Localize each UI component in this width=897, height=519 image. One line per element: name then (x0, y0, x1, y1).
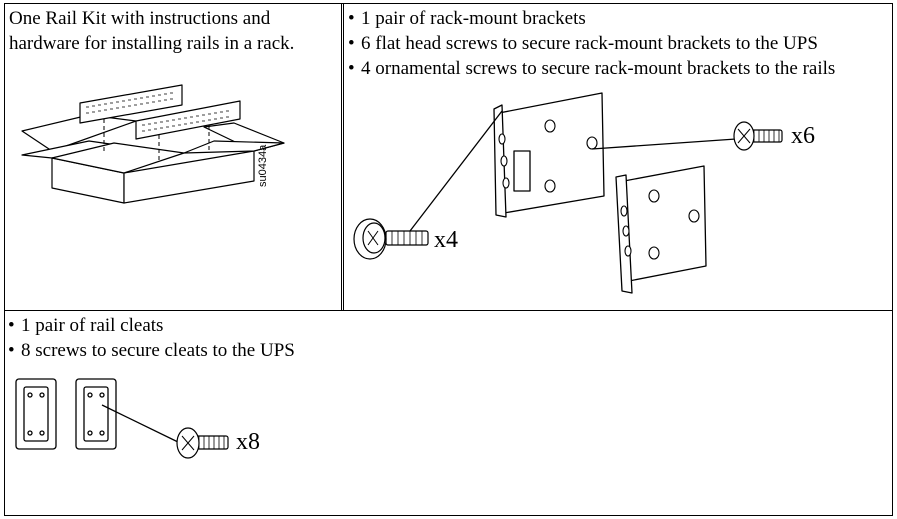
rack-mount-bracket-lower (623, 165, 707, 282)
table-border-top (4, 3, 893, 4)
cleat-screw-icon (176, 427, 229, 459)
flat-head-screw-icon (733, 121, 783, 151)
rail-kit-box-illustration: su0434a (21, 84, 285, 204)
rail-kit-cell: One Rail Kit with instructions and hardw… (4, 3, 342, 311)
ornamental-screw-icon (353, 218, 429, 260)
table-border-bottom (4, 515, 893, 516)
table-row-divider (4, 310, 893, 311)
list-item: 6 flat head screws to secure rack-mount … (348, 31, 835, 56)
figure-code: su0434a (257, 144, 269, 187)
rail-kit-description-line-2: hardware for installing rails in a rack. (9, 33, 295, 54)
rail-cleat-right (75, 378, 117, 450)
list-item: 4 ornamental screws to secure rack-mount… (348, 56, 835, 81)
cleat-screw-quantity: x8 (236, 429, 260, 455)
cleats-bullet-list: 1 pair of rail cleats 8 screws to secure… (8, 313, 295, 363)
flat-screw-quantity: x6 (791, 123, 815, 149)
ornamental-screw-quantity: x4 (434, 227, 458, 253)
table-column-divider (341, 3, 342, 311)
rail-cleat-left (15, 378, 57, 450)
brackets-cell: 1 pair of rack-mount brackets 6 flat hea… (344, 3, 893, 311)
table-column-divider-inner (343, 3, 344, 311)
cleats-illustration: x8 (15, 378, 260, 459)
cleats-cell: 1 pair of rail cleats 8 screws to secure… (4, 311, 893, 516)
table-border-right (892, 3, 893, 516)
rail-kit-description-line-1: One Rail Kit with instructions and (9, 8, 271, 29)
brackets-illustration: x6 x4 (353, 92, 815, 294)
list-item: 1 pair of rack-mount brackets (348, 6, 835, 31)
brackets-bullet-list: 1 pair of rack-mount brackets 6 flat hea… (348, 6, 835, 81)
list-item: 1 pair of rail cleats (8, 313, 295, 338)
table-border-left (4, 3, 5, 516)
list-item: 8 screws to secure cleats to the UPS (8, 338, 295, 363)
